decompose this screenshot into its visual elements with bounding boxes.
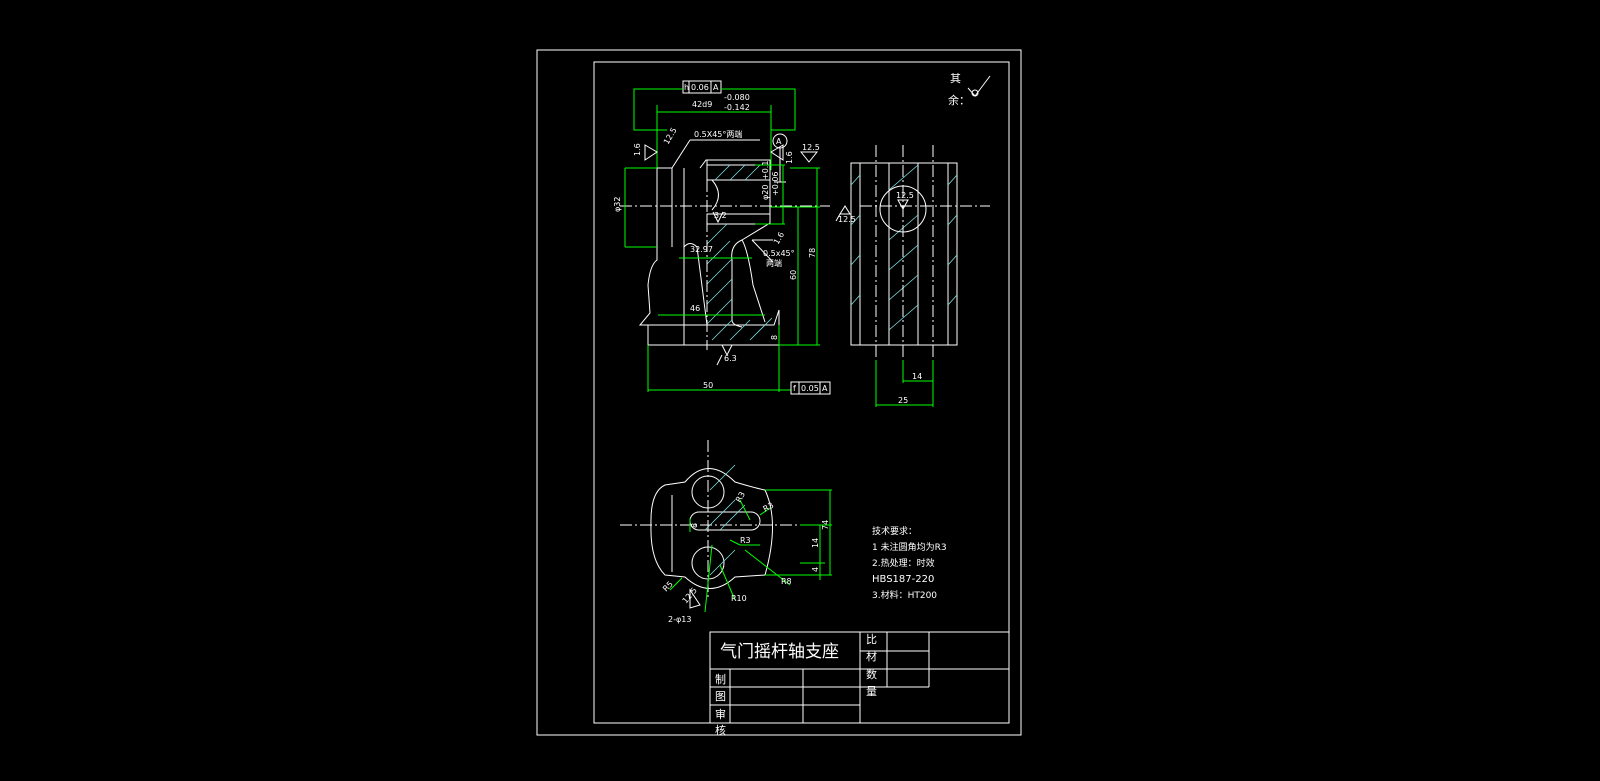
- dim-42d9: 42d9: [692, 100, 712, 109]
- chamfer-note: 0.5X45°两端: [694, 129, 742, 139]
- radius-label: R10: [731, 594, 747, 603]
- tol-datum: A: [822, 384, 828, 393]
- roughness-value: 6.3: [724, 354, 737, 363]
- dim-78: 78: [808, 248, 817, 258]
- dim-upper-tol: -0.080: [724, 93, 750, 102]
- roughness-value: 1.6: [633, 143, 642, 156]
- dim-32-97: 32.97: [690, 245, 713, 254]
- roughness-symbol-icon: [770, 144, 784, 161]
- tolerance-frame: [682, 80, 722, 94]
- tech-item: 1 未注圆角均为R3: [872, 541, 947, 553]
- label-amount: 量: [866, 685, 877, 698]
- tech-item: 2.热处理：时效: [872, 557, 935, 569]
- dim-60: 60: [789, 270, 798, 280]
- dim-4: 4: [811, 567, 820, 572]
- front-view: h 0.06 A 42d9 -0.080 -0.142 0.5X45°两端 12…: [613, 80, 831, 395]
- roughness-value: 12.5: [802, 143, 820, 152]
- roughness-symbol-icon: [967, 75, 991, 97]
- dim-50: 50: [703, 381, 713, 390]
- label-quantity: 数: [866, 668, 877, 681]
- tol-symbol: h: [684, 83, 689, 92]
- tech-item: HBS187-220: [872, 574, 934, 585]
- title-block: 气门摇杆轴支座 制 图 审 核 比 材 数 量: [709, 631, 1009, 737]
- roughness-value: 12.5: [838, 215, 856, 224]
- label-drawing: 图: [715, 690, 726, 703]
- section-hatch: [850, 164, 958, 331]
- holes-label: 2-φ13: [668, 615, 691, 624]
- tech-title: 技术要求：: [872, 525, 917, 537]
- part-name: 气门摇杆轴支座: [720, 642, 839, 662]
- radius-label: R3: [740, 536, 751, 545]
- dim-14: 14: [912, 372, 922, 381]
- radius-label: R3: [762, 501, 776, 514]
- note-text: 其: [950, 72, 961, 85]
- roughness-value: 12.5: [681, 586, 699, 605]
- roughness-value: 1.6: [772, 230, 786, 246]
- roughness-value: 12.5: [896, 191, 914, 200]
- outer-border: [536, 49, 1022, 736]
- side-view: 12.5 12.5 14 25: [835, 145, 990, 407]
- label-drawn: 制: [715, 673, 726, 686]
- label-material: 材: [866, 649, 877, 663]
- general-roughness-note: 其 余：: [948, 72, 991, 107]
- dim-bore: φ20: [761, 185, 770, 200]
- dim-phi32: φ32: [613, 197, 622, 212]
- radius-label: R3: [734, 490, 747, 504]
- dim-lower-tol: -0.142: [724, 103, 750, 112]
- tol-symbol: f: [793, 384, 796, 393]
- section-hatch: [706, 164, 773, 341]
- datum-label: A: [776, 137, 782, 146]
- roughness-value: 1.6: [785, 151, 794, 164]
- dim-8: 8: [690, 523, 699, 528]
- technical-requirements: 技术要求： 1 未注圆角均为R3 2.热处理：时效 HBS187-220 3.材…: [872, 525, 947, 601]
- dim-8: 8: [770, 335, 779, 340]
- dim-46: 46: [690, 304, 700, 313]
- dim-14: 14: [811, 538, 820, 548]
- radius-label: R5: [661, 580, 675, 594]
- roughness-symbol-icon: [644, 144, 658, 161]
- radius-label: R8: [781, 577, 792, 586]
- tol-datum: A: [713, 83, 719, 92]
- tol-value: 0.05: [801, 384, 819, 393]
- roughness-value: 12.5: [662, 126, 679, 146]
- note-text: 余：: [948, 93, 970, 107]
- label-review: 审: [715, 707, 726, 721]
- inner-border: [593, 61, 1010, 724]
- tol-value: 0.06: [691, 83, 709, 92]
- dim-74: 74: [821, 520, 830, 530]
- bore-tol-lower: +0.06: [771, 171, 780, 196]
- roughness-value: 3.2: [714, 211, 727, 220]
- top-view: 74 14 4 8 R3 R3 R3 R8 R10 R5 12.5 2-φ13: [620, 440, 832, 624]
- flatness-frame: [790, 381, 831, 395]
- roughness-symbol-icon: [799, 151, 819, 163]
- bore-tol-upper: +0.1: [761, 161, 770, 180]
- dim-25: 25: [898, 396, 908, 405]
- chamfer-note: 两端: [766, 258, 782, 268]
- label-scale: 比: [866, 633, 877, 646]
- tech-item: 3.材料：HT200: [872, 589, 937, 601]
- section-hatch: [704, 464, 746, 576]
- label-check: 核: [715, 723, 726, 737]
- chamfer-note: 0.5x45°: [763, 249, 795, 258]
